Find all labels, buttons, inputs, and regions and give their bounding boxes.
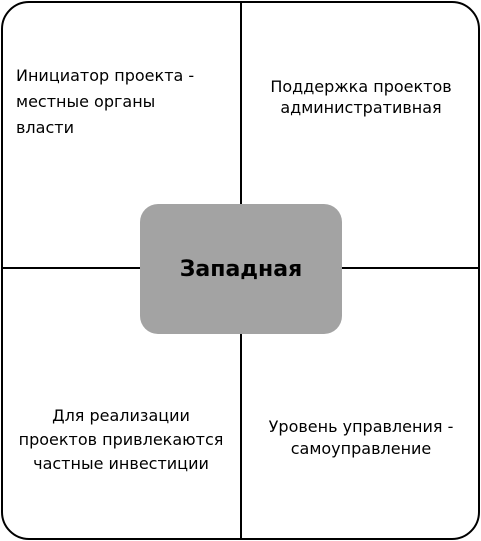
quadrant-bottom-left-line-1: Для реализации <box>52 406 190 425</box>
quadrant-top-left: Инициатор проекта - местные органы власт… <box>16 63 231 141</box>
quadrant-bottom-left: Для реализации проектов привлекаются час… <box>6 404 236 476</box>
quadrant-bottom-right: Уровень управления - самоуправление <box>250 416 472 460</box>
center-node: Западная <box>140 204 342 334</box>
horizontal-divider-right <box>341 267 478 269</box>
quadrant-bottom-right-line-2: самоуправление <box>290 439 432 458</box>
quadrant-bottom-right-line-1: Уровень управления - <box>268 417 454 436</box>
vertical-divider-top <box>240 1 242 205</box>
quadrant-top-left-line-3: власти <box>16 118 74 137</box>
quadrant-top-right-line-1: Поддержка проектов <box>270 77 452 96</box>
quadrant-top-left-line-2: местные органы <box>16 92 156 111</box>
quadrant-bottom-left-line-3: частные инвестиции <box>33 454 209 473</box>
quadrant-top-left-line-1: Инициатор проекта - <box>16 66 195 85</box>
vertical-divider-bottom <box>240 333 242 538</box>
quadrant-bottom-left-line-2: проектов привлекаются <box>18 430 224 449</box>
quadrant-top-right-line-2: административная <box>280 98 442 117</box>
horizontal-divider-left <box>1 267 141 269</box>
center-node-label: Западная <box>179 256 303 282</box>
quadrant-top-right: Поддержка проектов административная <box>250 76 472 118</box>
